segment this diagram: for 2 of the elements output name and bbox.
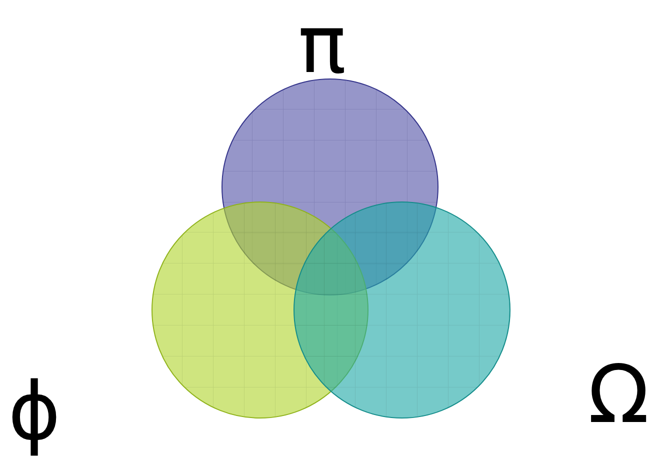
set-label: Ω (588, 355, 650, 435)
set-label: π (298, 5, 346, 85)
